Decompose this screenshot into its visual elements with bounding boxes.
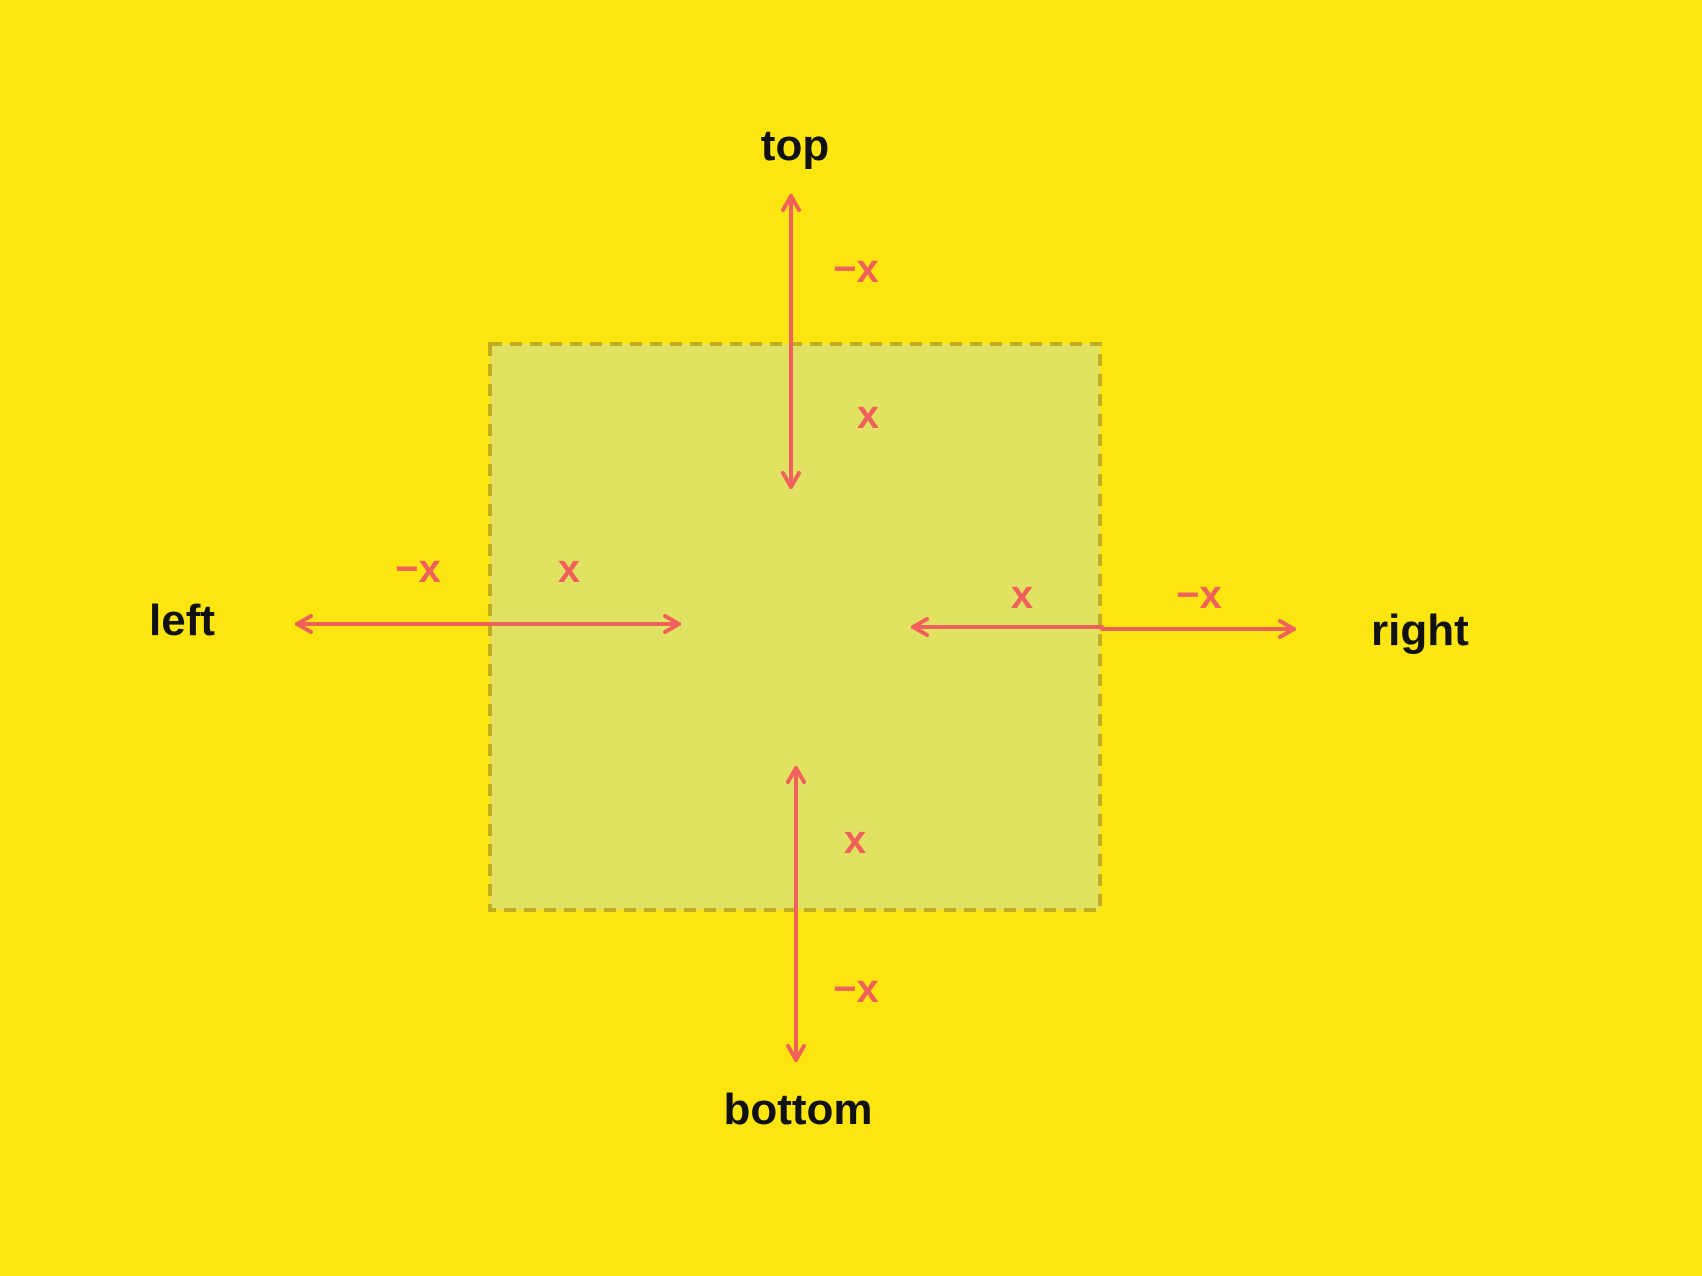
- sign-bottom-outside: −x: [833, 967, 879, 1011]
- sign-bottom-inside: x: [844, 818, 866, 862]
- label-right: right: [1371, 606, 1469, 655]
- label-left: left: [149, 596, 215, 645]
- sign-left-inside: x: [558, 547, 580, 591]
- sign-top-inside: x: [857, 393, 879, 437]
- label-top: top: [761, 121, 829, 170]
- label-bottom: bottom: [723, 1085, 872, 1134]
- sign-right-inside: x: [1011, 573, 1033, 617]
- sign-right-outside: −x: [1176, 573, 1222, 617]
- sign-left-outside: −x: [395, 547, 441, 591]
- sign-top-outside: −x: [833, 247, 879, 291]
